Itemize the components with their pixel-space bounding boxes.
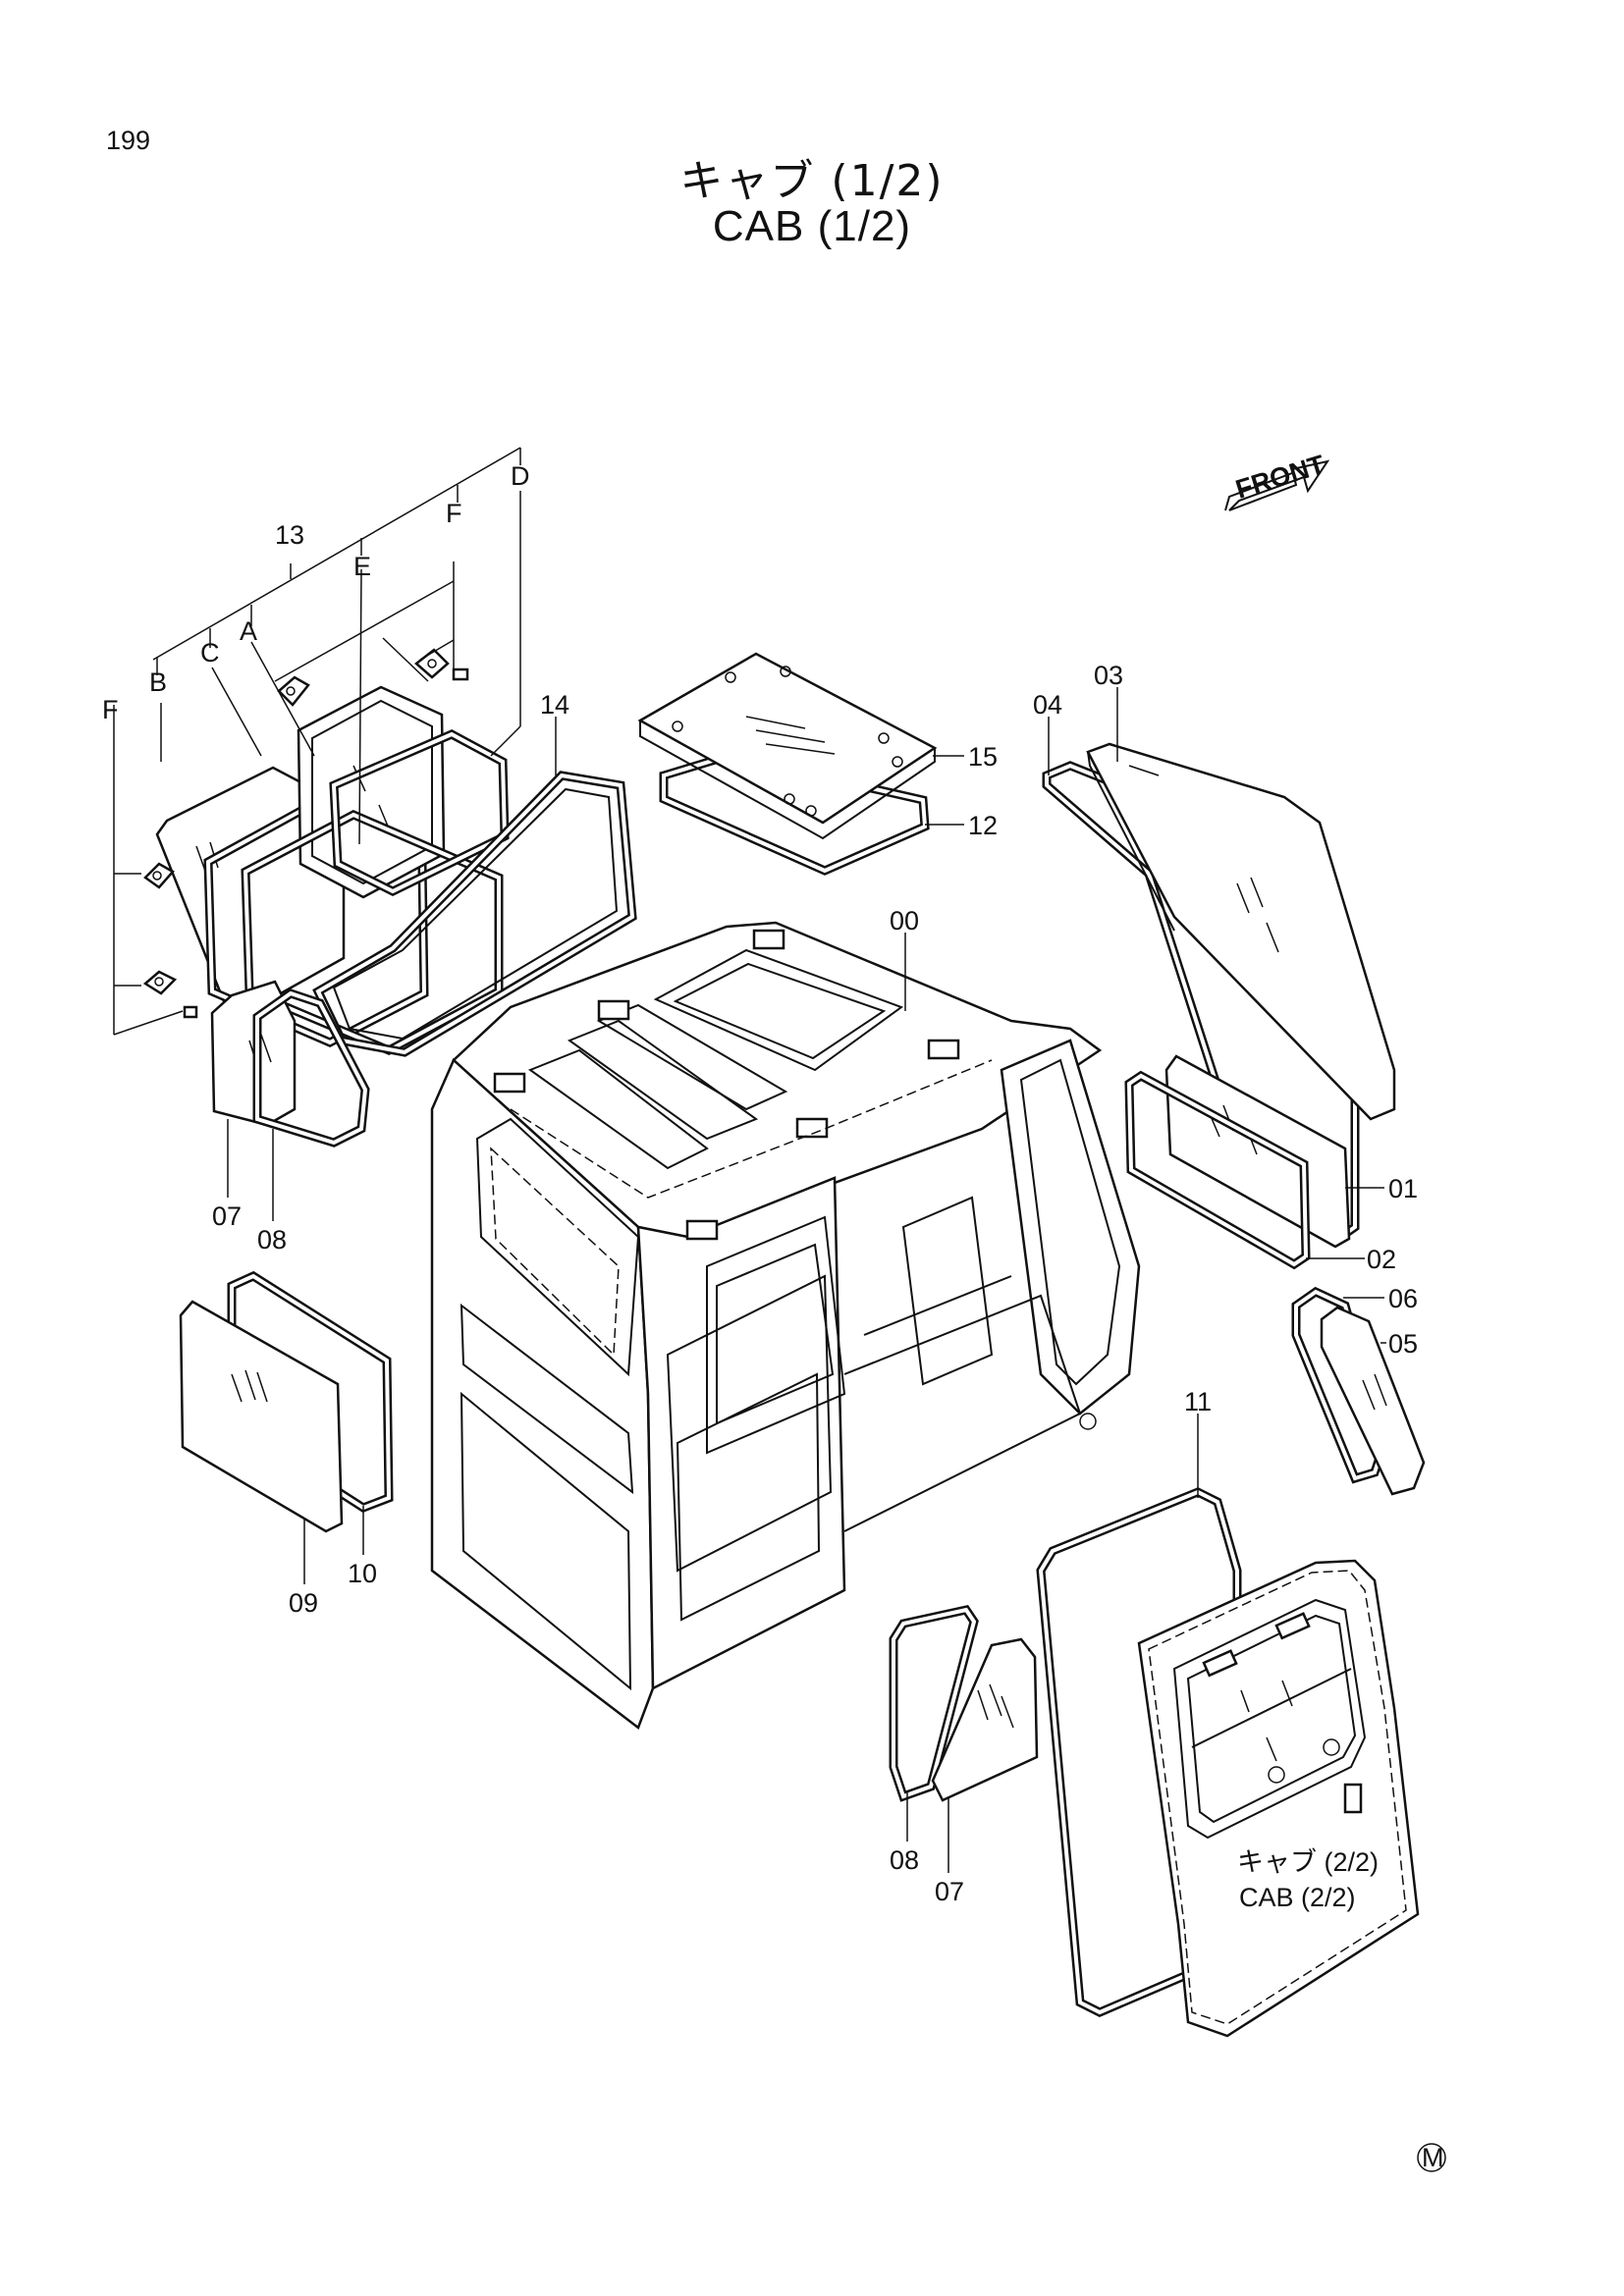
- callout-04: 04: [1033, 690, 1062, 720]
- callout-01: 01: [1388, 1174, 1418, 1203]
- mark-symbol-text: M: [1422, 2143, 1444, 2172]
- latch-hardware-f: [113, 561, 469, 1036]
- front-label: FRONT: [1232, 450, 1328, 505]
- letter-c: C: [200, 638, 220, 667]
- callout-10: 10: [348, 1559, 377, 1588]
- mark-symbol: M: [1417, 2143, 1446, 2172]
- quarter-seal-08-left: [252, 988, 370, 1148]
- callout-08-right: 08: [890, 1845, 919, 1875]
- door-seal-11: [1036, 1487, 1242, 2017]
- callout-07-right: 07: [935, 1877, 964, 1906]
- letter-a: A: [240, 616, 257, 646]
- title-japanese: キャブ (1/2): [679, 156, 945, 206]
- callout-09: 09: [289, 1588, 318, 1618]
- windshield-glass-03: [1086, 742, 1396, 1121]
- lower-glass-01: [1164, 1054, 1351, 1249]
- callout-12: 12: [968, 811, 998, 840]
- callout-03: 03: [1094, 661, 1123, 690]
- callout-11: 11: [1184, 1387, 1212, 1416]
- callout-05: 05: [1388, 1329, 1418, 1359]
- callout-00: 00: [890, 906, 919, 935]
- window-seal-14: [312, 771, 637, 1057]
- callout-02: 02: [1367, 1245, 1396, 1274]
- lower-seal-02: [1124, 1070, 1311, 1270]
- side-glass-05: [1320, 1306, 1426, 1496]
- quarter-glass-07-right: [931, 1637, 1039, 1802]
- front-arrow-icon: FRONT: [1224, 450, 1330, 511]
- callout-06: 06: [1388, 1284, 1418, 1313]
- quarter-seal-08-right: [889, 1604, 979, 1802]
- letter-e: E: [353, 552, 371, 581]
- letter-f-left: F: [102, 695, 119, 724]
- letter-d: D: [511, 461, 530, 491]
- reference-jp: キャブ (2/2): [1237, 1847, 1379, 1877]
- leader-lines: [160, 491, 1386, 1873]
- reference-en: CAB (2/2): [1239, 1883, 1356, 1912]
- window-frame-a: [297, 685, 446, 899]
- side-glass-09: [179, 1300, 344, 1533]
- group-bracket-13: [152, 447, 521, 675]
- door-assembly: [1137, 1559, 1420, 2038]
- letter-b: B: [149, 667, 167, 697]
- callout-13: 13: [275, 520, 304, 550]
- roof-glass-15: [637, 652, 938, 840]
- letter-f-top: F: [446, 499, 462, 528]
- callout-14: 14: [540, 690, 569, 720]
- callout-15: 15: [968, 742, 998, 772]
- callout-08-left: 08: [257, 1225, 287, 1255]
- page-number: 199: [106, 126, 151, 155]
- callout-labels: 00 01 02 03 04 05 06 07 07 08 08 09 10 1…: [102, 461, 1418, 1912]
- callout-07-left: 07: [212, 1201, 242, 1231]
- cab-body-00: [430, 921, 1141, 1731]
- title-english: CAB (1/2): [712, 202, 912, 250]
